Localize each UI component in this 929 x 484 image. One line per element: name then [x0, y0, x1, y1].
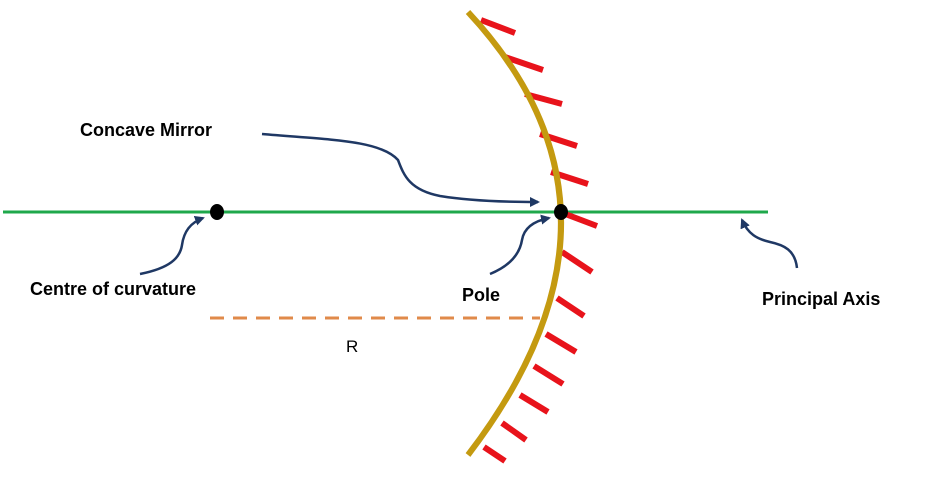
- centre-of-curvature-label: Centre of curvature: [30, 279, 197, 299]
- concave-mirror-label: Concave Mirror: [80, 120, 213, 140]
- centre-of-curvature-point: [210, 204, 224, 220]
- concave-mirror-arrow: [261, 132, 540, 207]
- mirror-hatching: [479, 17, 599, 464]
- concave-mirror-arc: [465, 9, 564, 457]
- radius-label: R: [346, 337, 359, 356]
- pole-point: [554, 204, 568, 220]
- pole-arrow: [489, 214, 551, 276]
- principal-axis-label: Principal Axis: [762, 289, 881, 309]
- centre-of-curvature-arrow: [139, 216, 205, 276]
- pole-label: Pole: [462, 285, 501, 305]
- principal-axis-arrow: [740, 218, 799, 269]
